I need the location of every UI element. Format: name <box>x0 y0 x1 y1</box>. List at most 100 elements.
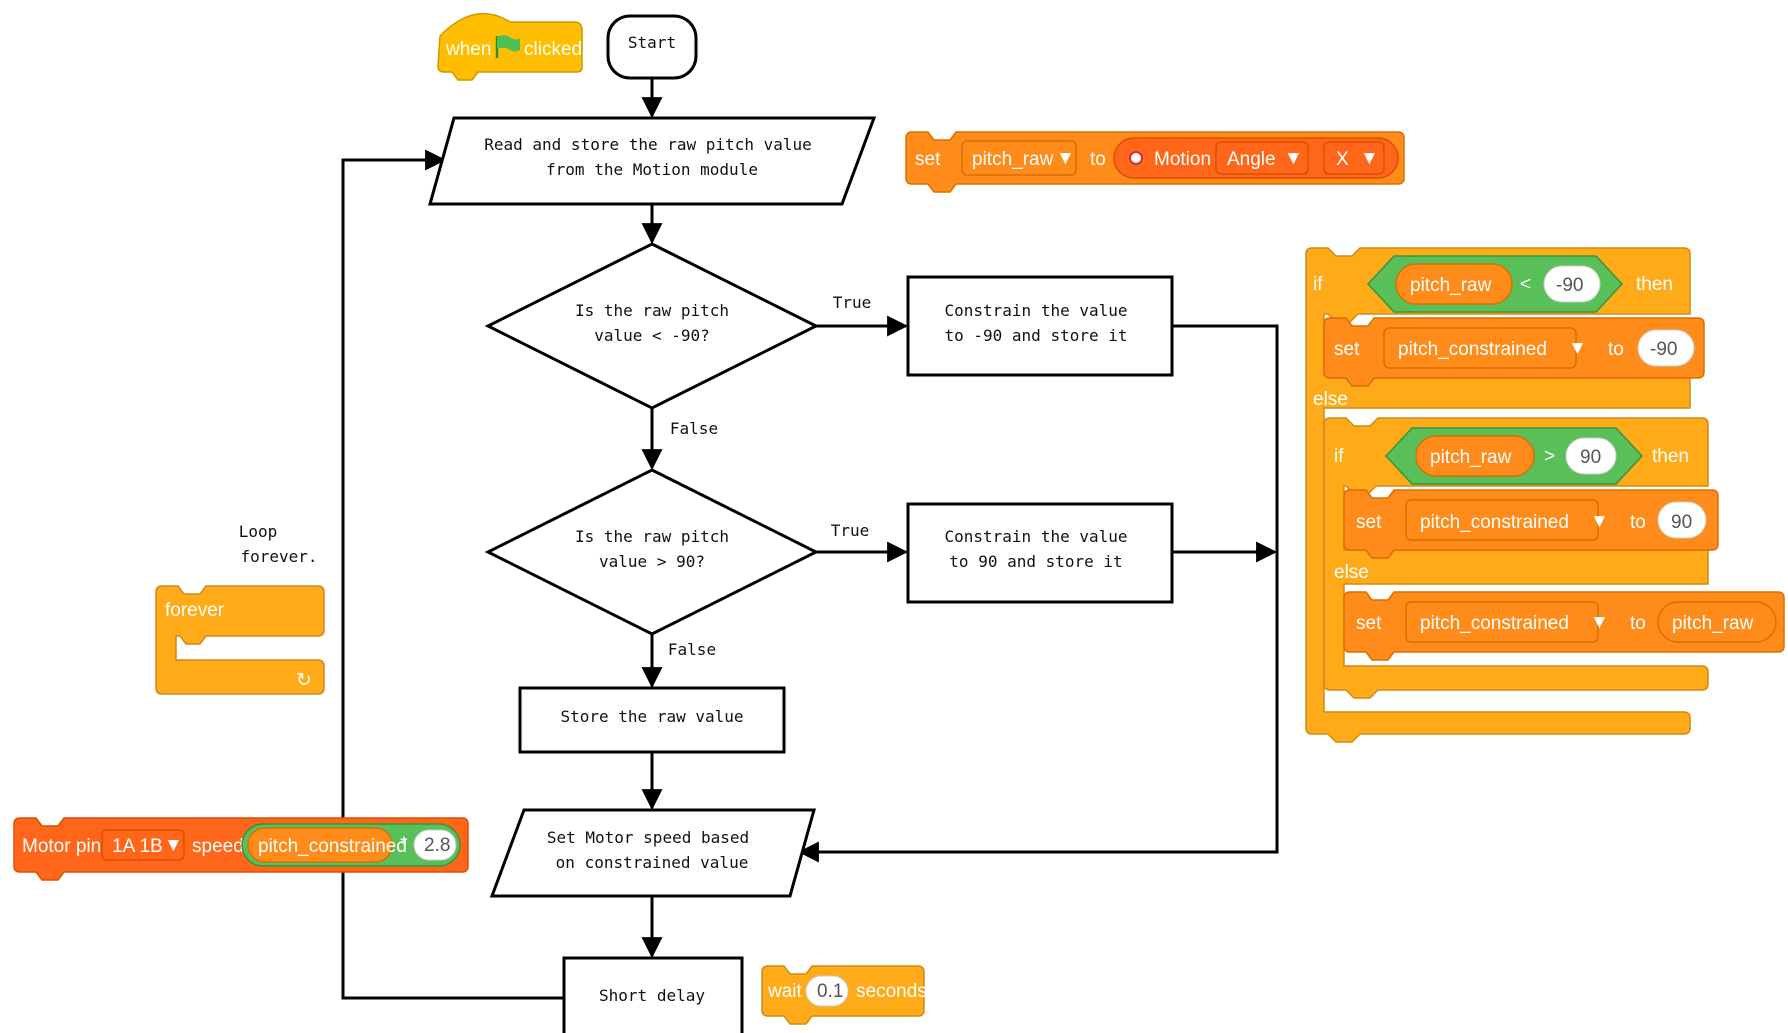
factor-input[interactable] <box>413 829 457 861</box>
start-terminal <box>606 14 698 80</box>
value-input-label: 90 <box>1671 512 1692 533</box>
variable-dropdown[interactable] <box>1383 327 1577 369</box>
store-raw-process <box>518 686 786 754</box>
speed-label: speed <box>192 836 244 857</box>
variable-dropdown[interactable] <box>1405 499 1599 541</box>
value-input-label: -90 <box>1650 339 1677 360</box>
axis-dropdown-label: X <box>1336 149 1349 170</box>
greater-than-operator: > <box>1544 446 1555 467</box>
variable-dropdown[interactable] <box>1405 601 1599 643</box>
read-label-line2: from the Motion module <box>546 160 758 179</box>
motion-label: Motion <box>1154 149 1211 170</box>
when-label: when <box>445 39 491 60</box>
read-io-shape <box>428 116 877 206</box>
when-flag-clicked-block[interactable]: when clicked <box>437 12 583 81</box>
constrain2-label-line2: to 90 and store it <box>949 552 1122 571</box>
variable-dropdown-label: pitch_constrained <box>1420 512 1569 533</box>
less-than-operator: < <box>1520 274 1531 295</box>
set-constrained-max-block[interactable]: set pitch_constrained ▼ to 90 <box>1343 489 1719 559</box>
constrain1-label-line1: Constrain the value <box>944 301 1127 320</box>
value-input[interactable] <box>1543 265 1601 303</box>
motor-io-shape <box>489 808 816 898</box>
pitch-constrained-reporter-label: pitch_constrained <box>258 836 407 857</box>
forever-block[interactable]: forever ↻ <box>155 585 325 695</box>
constrain2-label-line1: Constrain the value <box>944 527 1127 546</box>
variable-dropdown-label: pitch_constrained <box>1398 339 1547 360</box>
wait-duration-input[interactable] <box>805 975 849 1007</box>
connector-constrain1-merge <box>797 324 1279 863</box>
motor-pins-label: Motor pins <box>22 836 111 857</box>
decision2-label-line1: Is the raw pitch <box>575 527 729 546</box>
start-label: Start <box>628 33 676 52</box>
dropdown-arrow-icon: ▼ <box>1056 148 1075 169</box>
value-input[interactable] <box>1637 329 1695 367</box>
constrain1-label-line2: to -90 and store it <box>944 326 1127 345</box>
delay-label: Short delay <box>599 986 705 1005</box>
flowchart <box>341 14 1279 1033</box>
constrain2-process <box>906 502 1174 604</box>
decision1-diamond <box>484 242 820 410</box>
set-constrained-raw-block[interactable]: set pitch_constrained ▼ to pitch_raw <box>1343 591 1785 661</box>
wait-block[interactable]: wait 0.1 seconds <box>761 965 927 1025</box>
decision2-diamond <box>484 468 820 636</box>
store-raw-label: Store the raw value <box>560 707 743 726</box>
value-input-label: 90 <box>1580 447 1601 468</box>
pitch-raw-reporter[interactable] <box>1395 263 1513 305</box>
decision2-false-label: False <box>668 640 716 659</box>
set-pitch-raw-block[interactable]: set pitch_raw ▼ to Motion Angle ▼ X ▼ <box>905 131 1405 193</box>
flowchart-labels: Start Read and store the raw pitch value… <box>239 33 1128 1005</box>
angle-dropdown[interactable] <box>1215 141 1309 175</box>
pitch-raw-reporter-label: pitch_raw <box>1430 447 1512 468</box>
if-else-block[interactable]: if pitch_raw < -90 then else <box>1305 247 1691 743</box>
pitch-raw-reporter[interactable] <box>1657 601 1777 643</box>
decision2-label-line2: value > 90? <box>599 552 705 571</box>
then-label: then <box>1652 446 1689 467</box>
decision2-true-label: True <box>831 521 870 540</box>
dropdown-arrow-icon: ▼ <box>164 835 183 856</box>
set-label: set <box>1334 339 1360 360</box>
value-input[interactable] <box>1657 501 1707 539</box>
variable-dropdown-label: pitch_raw <box>972 149 1054 170</box>
decision1-label-line2: value < -90? <box>594 326 710 345</box>
dropdown-arrow-icon: ▼ <box>1590 511 1609 532</box>
decision1-true-label: True <box>833 293 872 312</box>
inner-if-else-block[interactable]: if pitch_raw > 90 then else <box>1323 417 1709 699</box>
to-label: to <box>1090 149 1106 170</box>
loop-arrow-icon: ↻ <box>296 670 312 691</box>
pins-dropdown[interactable] <box>101 829 185 861</box>
pitch-raw-reporter[interactable] <box>1415 435 1535 477</box>
decision1-label-line1: Is the raw pitch <box>575 301 729 320</box>
set-label: set <box>1356 512 1382 533</box>
wait-duration-label: 0.1 <box>817 981 843 1002</box>
dropdown-arrow-icon: ▼ <box>1360 148 1379 169</box>
seconds-label: seconds <box>856 981 927 1002</box>
set-constrained-min-block[interactable]: set pitch_constrained ▼ to -90 <box>1323 317 1705 387</box>
motor-label-line2: on constrained value <box>556 853 749 872</box>
value-input[interactable] <box>1565 437 1617 475</box>
loop-label-line1: Loop <box>239 522 278 541</box>
decision1-false-label: False <box>670 419 718 438</box>
to-label: to <box>1608 339 1624 360</box>
axis-dropdown[interactable] <box>1323 141 1385 175</box>
else-label: else <box>1334 562 1369 583</box>
to-label: to <box>1630 613 1646 634</box>
loop-label-line2: forever. <box>240 547 317 566</box>
pitch-constrained-reporter[interactable] <box>247 827 393 863</box>
constrain1-process <box>906 275 1174 377</box>
motion-sensor-icon <box>1129 151 1143 165</box>
dropdown-arrow-icon: ▼ <box>1590 612 1609 633</box>
variable-dropdown[interactable] <box>961 140 1077 176</box>
delay-process <box>562 956 744 1033</box>
motor-pins-block[interactable]: Motor pins 1A 1B ▼ speed pitch_constrain… <box>13 817 469 881</box>
wait-label: wait <box>767 981 803 1002</box>
variable-dropdown-label: pitch_constrained <box>1420 613 1569 634</box>
connector-loop-back <box>341 149 563 1000</box>
dropdown-arrow-icon: ▼ <box>1568 338 1587 359</box>
else-label: else <box>1313 389 1348 410</box>
pitch-raw-reporter-label: pitch_raw <box>1410 275 1492 296</box>
pins-dropdown-label: 1A 1B <box>112 836 163 857</box>
angle-dropdown-label: Angle <box>1227 149 1276 170</box>
multiply-symbol: * <box>400 834 408 855</box>
if-label: if <box>1334 446 1344 467</box>
